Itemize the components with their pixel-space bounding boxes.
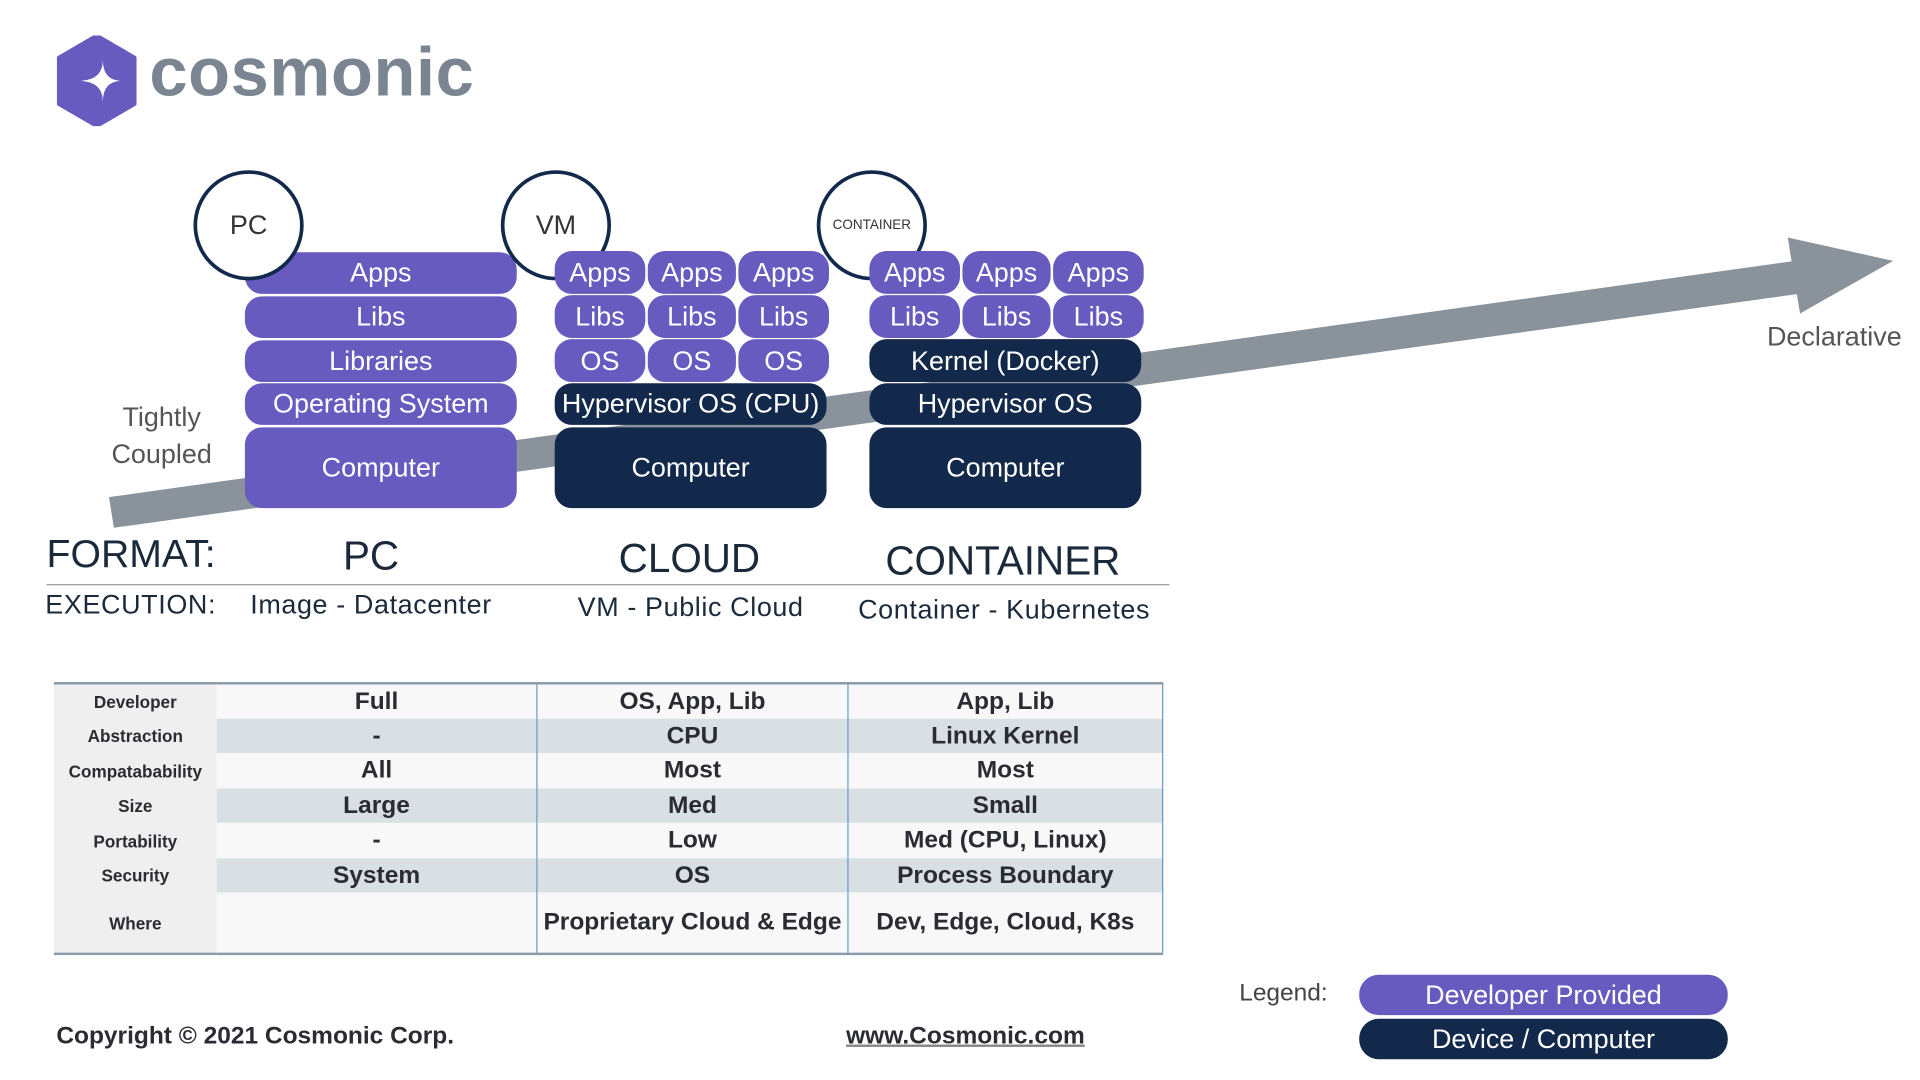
legend-device-computer: Device / Computer	[1359, 1018, 1728, 1060]
cell-pc: System	[216, 858, 537, 893]
execution-pc: Image - Datacenter	[250, 588, 492, 620]
cell-pc	[216, 892, 537, 954]
container-hypervisor-layer: Hypervisor OS	[869, 383, 1142, 425]
tightly-coupled-label: Tightly Coupled	[100, 399, 222, 472]
cell-pc: Full	[216, 683, 537, 719]
cloud-libs-layer: Libs	[738, 295, 829, 338]
row-label: Size	[53, 788, 217, 823]
cloud-os-layer: OS	[738, 339, 829, 383]
cell-pc: -	[216, 822, 537, 859]
declarative-label: Declarative	[1766, 320, 1902, 352]
pc-libraries-layer: Libraries	[244, 340, 517, 383]
cell-container: Most	[847, 753, 1164, 789]
tightly-label: Tightly	[122, 401, 201, 433]
row-label: Developer	[53, 683, 217, 719]
cell-container: Dev, Edge, Cloud, K8s	[847, 892, 1164, 954]
pc-libs-layer: Libs	[244, 296, 517, 338]
legend-label: Legend:	[1239, 979, 1328, 1007]
logo-text: cosmonic	[149, 33, 475, 111]
cloud-computer-layer: Computer	[554, 427, 827, 509]
cell-container: App, Lib	[847, 683, 1164, 719]
cell-container: Med (CPU, Linux)	[847, 822, 1164, 859]
container-libs-layer: Libs	[1053, 295, 1144, 338]
cloud-apps-layer: Apps	[738, 251, 829, 294]
container-apps-layer: Apps	[869, 251, 961, 294]
format-container: CONTAINER	[885, 537, 1121, 583]
cloud-os-layer: OS	[647, 339, 736, 383]
cell-cloud: CPU	[536, 718, 848, 754]
cell-pc: All	[216, 753, 537, 789]
row-label: Portability	[53, 822, 217, 859]
container-apps-layer: Apps	[962, 251, 1051, 294]
container-kernel-layer: Kernel (Docker)	[869, 339, 1142, 383]
container-libs-layer: Libs	[869, 295, 961, 338]
arrow-head	[1787, 237, 1894, 314]
cell-cloud: Low	[536, 822, 848, 859]
cloud-apps-layer: Apps	[647, 251, 736, 294]
pc-circle: PC	[193, 170, 304, 281]
cell-cloud: OS, App, Lib	[536, 683, 848, 719]
row-label: Compatabability	[53, 753, 217, 789]
execution-label: EXECUTION:	[45, 588, 217, 620]
pc-computer-layer: Computer	[244, 427, 517, 509]
cloud-hypervisor-layer: Hypervisor OS (CPU)	[554, 383, 827, 425]
format-pc: PC	[342, 532, 400, 578]
cell-container: Process Boundary	[847, 858, 1164, 893]
coupled-label: Coupled	[111, 438, 212, 469]
cell-cloud: Med	[536, 788, 848, 823]
cloud-libs-layer: Libs	[647, 295, 736, 338]
cell-container: Linux Kernel	[847, 718, 1164, 754]
cell-container: Small	[847, 788, 1164, 823]
container-computer-layer: Computer	[869, 427, 1142, 509]
cosmonic-logo-icon	[56, 35, 137, 127]
website-link[interactable]: www.Cosmonic.com	[846, 1022, 1085, 1050]
format-label: FORMAT:	[46, 531, 216, 576]
execution-container: Container - Kubernetes	[858, 593, 1151, 625]
cell-cloud: Most	[536, 753, 848, 789]
format-cloud: CLOUD	[618, 535, 761, 581]
cell-pc: Large	[216, 788, 537, 823]
container-libs-layer: Libs	[962, 295, 1051, 338]
legend-developer-provided: Developer Provided	[1359, 974, 1728, 1016]
format-divider	[46, 584, 1170, 586]
pc-os-layer: Operating System	[244, 383, 517, 425]
cloud-apps-layer: Apps	[554, 251, 646, 294]
copyright: Copyright © 2021 Cosmonic Corp.	[56, 1022, 455, 1050]
cell-cloud: OS	[536, 858, 848, 893]
row-label: Abstraction	[53, 718, 217, 754]
row-label: Where	[53, 892, 217, 954]
cell-cloud: Proprietary Cloud & Edge	[536, 892, 848, 954]
cloud-os-layer: OS	[554, 339, 646, 383]
row-label: Security	[53, 858, 217, 893]
cell-pc: -	[216, 718, 537, 754]
execution-cloud: VM - Public Cloud	[577, 591, 804, 623]
cloud-libs-layer: Libs	[554, 295, 646, 338]
container-apps-layer: Apps	[1053, 251, 1144, 294]
